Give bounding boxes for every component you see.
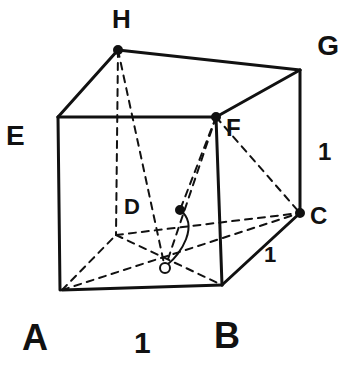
vertex-dot bbox=[114, 46, 122, 54]
edge-ef bbox=[58, 116, 216, 119]
vertex-label: F bbox=[226, 116, 241, 140]
vertex-label: C bbox=[310, 204, 327, 228]
vertex-dot bbox=[212, 113, 220, 121]
edge-fb bbox=[216, 117, 222, 285]
vertex-label: 1 bbox=[134, 328, 151, 358]
dashed-diagonal-ac bbox=[62, 213, 300, 290]
edge-ab bbox=[62, 285, 222, 290]
vertex-label: 1 bbox=[264, 244, 276, 266]
dashed-line-fc bbox=[216, 117, 300, 213]
dashed-line-ho bbox=[118, 50, 165, 268]
edge-ea bbox=[58, 117, 60, 290]
vertex-label: D bbox=[124, 196, 140, 218]
vertex-label: A bbox=[22, 320, 48, 356]
edge-hg bbox=[118, 50, 300, 70]
vertex-label: G bbox=[317, 32, 339, 60]
edge-gc bbox=[299, 70, 302, 213]
vertex-label: H bbox=[112, 6, 131, 32]
dashed-line-f bbox=[180, 117, 216, 210]
hidden-edge-hd bbox=[116, 50, 118, 235]
edge-fg bbox=[216, 70, 300, 117]
vertex-label: B bbox=[214, 318, 240, 354]
dashed-diagonal-db bbox=[116, 235, 222, 285]
edge-bc bbox=[222, 213, 300, 285]
vertex-label: E bbox=[6, 122, 25, 150]
edge-eh bbox=[58, 50, 118, 117]
vertex-label: 1 bbox=[318, 140, 331, 164]
vertex-dot bbox=[296, 209, 304, 217]
curve-stroke bbox=[168, 210, 188, 264]
hidden-edge-dc bbox=[116, 213, 300, 235]
dashed-line-fo bbox=[165, 117, 216, 268]
